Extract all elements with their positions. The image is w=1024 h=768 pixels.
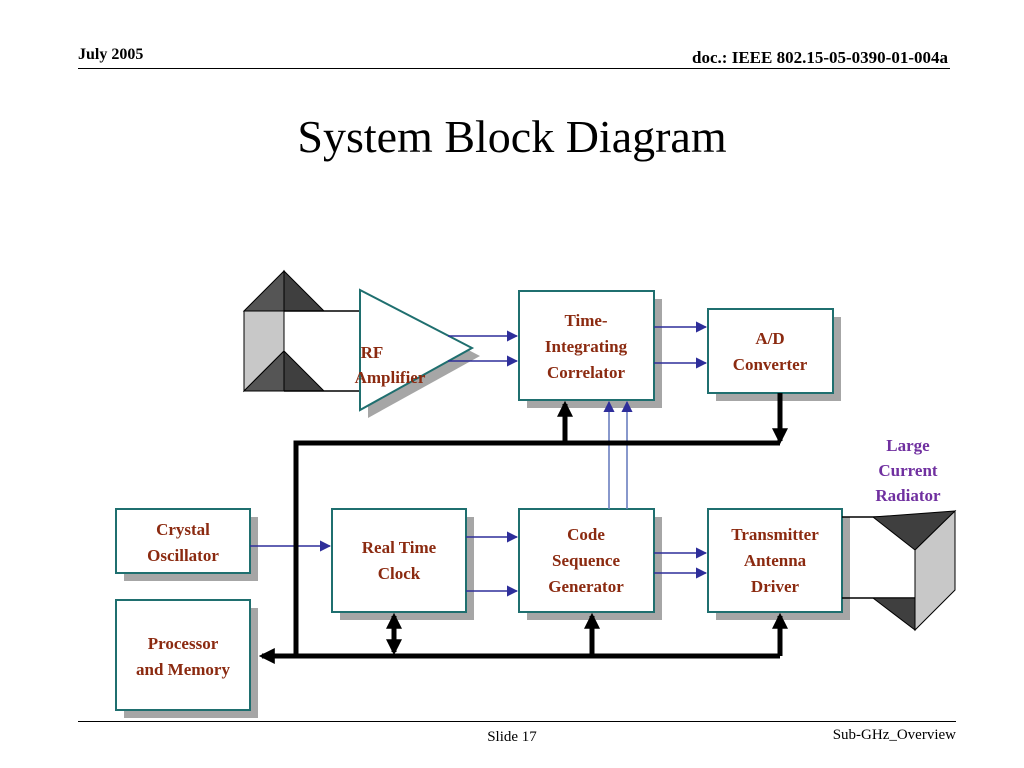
transmit-antenna-icon [842,509,957,632]
ad-converter-label-line2: Converter [733,355,808,374]
correlator-label-line3: Correlator [547,363,625,382]
correlator-block: Time- Integrating Correlator [518,290,662,408]
control-bus [258,393,789,665]
rtc-label-line2: Clock [378,564,421,583]
rf-amplifier-label-line1: RF [361,343,384,362]
correlator-label-line2: Integrating [545,337,628,356]
tx-driver-label-line3: Driver [751,577,800,596]
crystal-oscillator-block: Crystal Oscillator [115,508,258,581]
processor-label-line2: and Memory [136,660,230,679]
crystal-label-line1: Crystal [156,520,210,539]
footer-slide-number: Slide 17 [487,729,537,745]
code-seq-label-line3: Generator [548,577,624,596]
code-sequence-generator-block: Code Sequence Generator [518,508,662,620]
ad-converter-block: A/D Converter [707,308,841,401]
header-rule [78,68,950,69]
radiator-label: Large Current Radiator [875,436,941,505]
rf-amplifier-label-line2: Amplifier [355,368,426,387]
footer-presentation-name: Sub-GHz_Overview [832,727,956,743]
radiator-label-line3: Radiator [875,486,941,505]
tx-driver-label-line1: Transmitter [731,525,819,544]
header-date: July 2005 [78,46,144,63]
real-time-clock-block: Real Time Clock [331,508,474,620]
code-seq-label-line2: Sequence [552,551,620,570]
signal-arrows [250,321,708,597]
processor-memory-block: Processor and Memory [115,599,258,718]
rf-amplifier-block: RF Amplifier [355,288,480,418]
footer-rule [78,721,956,722]
crystal-label-line2: Oscillator [147,546,219,565]
receive-antenna-icon [242,269,360,393]
correlator-label-line1: Time- [564,311,607,330]
transmitter-driver-block: Transmitter Antenna Driver [707,508,850,620]
slide-title: System Block Diagram [297,111,727,162]
tx-driver-label-line2: Antenna [744,551,807,570]
ad-converter-label-line1: A/D [755,329,784,348]
processor-label-line1: Processor [148,634,219,653]
rtc-label-line1: Real Time [362,538,437,557]
code-seq-label-line1: Code [567,525,605,544]
bus-upper [293,440,780,656]
radiator-label-line2: Current [878,461,938,480]
radiator-label-line1: Large [886,436,930,455]
header-doc-id: doc.: IEEE 802.15-05-0390-01-004a [692,48,948,67]
